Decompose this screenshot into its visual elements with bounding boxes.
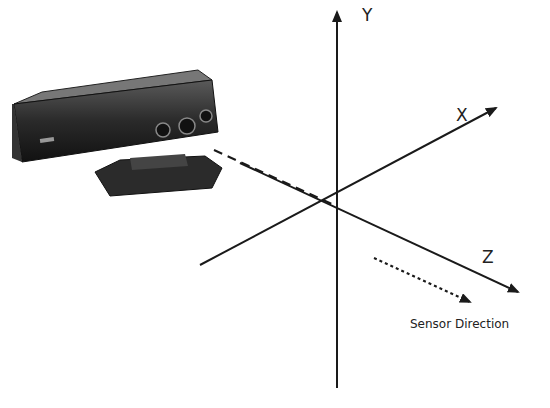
sensor-end xyxy=(12,104,22,162)
sensor-origin-dashed-line xyxy=(214,150,334,205)
sensor-lens xyxy=(156,123,170,137)
sensor-logo xyxy=(40,137,54,143)
z-axis xyxy=(240,163,518,292)
sensor-body xyxy=(14,80,218,162)
y-axis xyxy=(336,12,338,388)
sensor-lens xyxy=(200,110,212,122)
sensor-neck xyxy=(130,154,188,170)
sensor-lens xyxy=(179,118,195,134)
direction-label: Sensor Direction xyxy=(410,318,509,331)
sensor-direction-arrow xyxy=(374,258,470,302)
x-axis xyxy=(200,108,496,265)
axis-label: Y xyxy=(362,6,372,25)
axis-label: Z xyxy=(482,248,494,267)
axis-label: X xyxy=(456,106,468,125)
